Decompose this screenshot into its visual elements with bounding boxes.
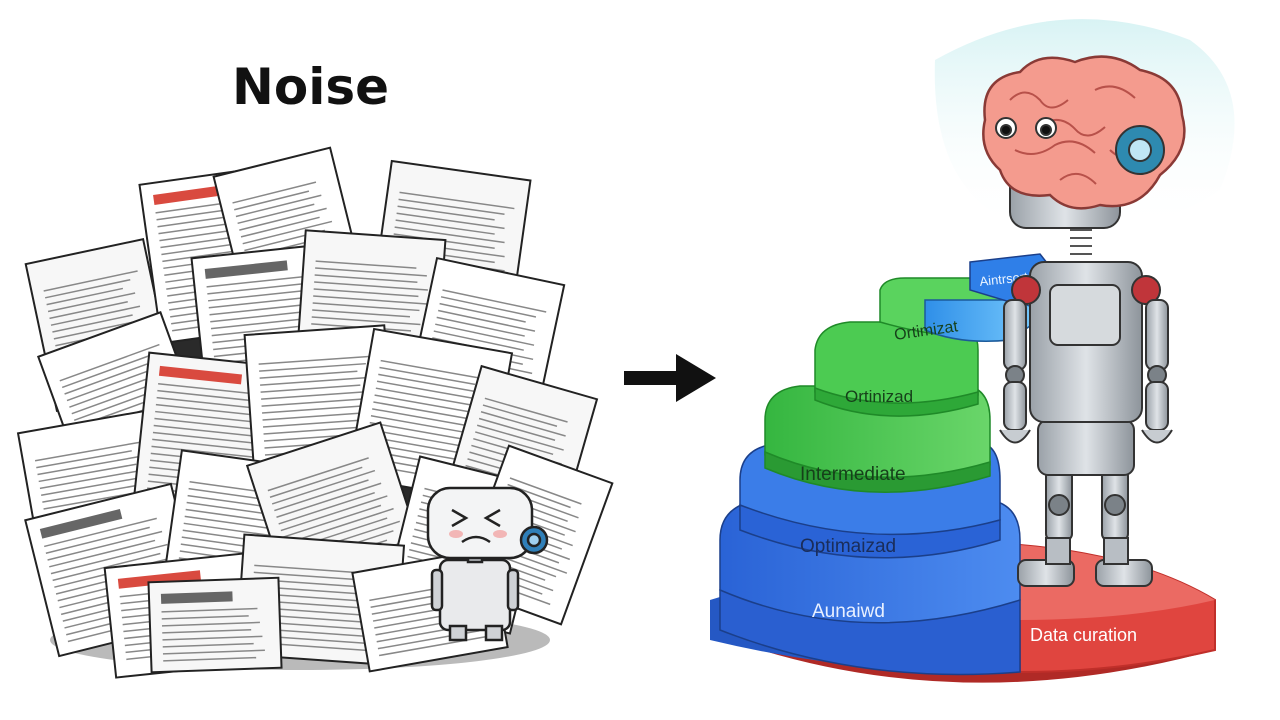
brain-robot bbox=[982, 55, 1186, 587]
tier-label-1: Aunaiwd bbox=[812, 601, 885, 622]
document-pile bbox=[16, 146, 614, 679]
stair-tiers bbox=[719, 253, 1064, 676]
arrow-right-icon bbox=[624, 354, 716, 402]
paper-sheet bbox=[147, 576, 283, 674]
tier-label-3: Intermediate bbox=[800, 464, 906, 485]
base-label: Data curation bbox=[1030, 625, 1137, 645]
tier-label-2: Optimaizad bbox=[800, 536, 896, 557]
tier-label-4: Ortinizad bbox=[845, 387, 913, 406]
sad-robot bbox=[426, 486, 549, 642]
noise-heading: Noise bbox=[232, 58, 390, 116]
